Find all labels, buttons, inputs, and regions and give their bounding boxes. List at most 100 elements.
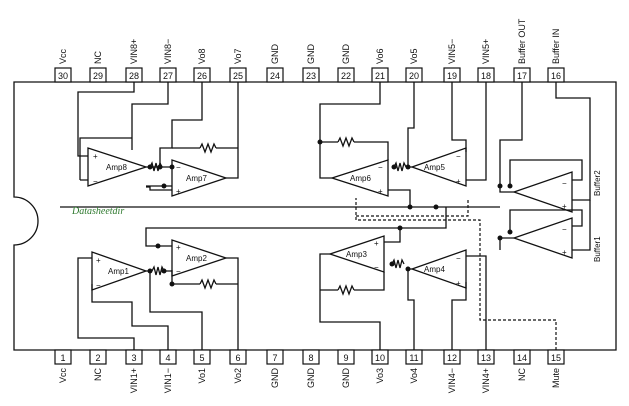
- amp8-minus-sign: −: [93, 177, 98, 186]
- pin-label: GND: [341, 368, 351, 389]
- amp2-block: Amp2 + −: [171, 239, 229, 277]
- amp6-plus-sign: +: [378, 187, 383, 196]
- junction: [161, 268, 167, 274]
- junction: [169, 164, 175, 170]
- pin-box: [54, 67, 72, 83]
- pin-label: Vo2: [233, 368, 243, 384]
- pin-number: 19: [447, 71, 457, 81]
- pin-28: 28 VIN8+: [125, 39, 143, 83]
- amp4-plus-sign: +: [456, 279, 461, 288]
- pin-label: Buffer IN: [551, 29, 561, 64]
- wire-res-amp6: [337, 136, 355, 148]
- junction: [405, 164, 411, 170]
- pin-box: [89, 349, 107, 365]
- amp3-minus-sign: −: [374, 263, 379, 272]
- pin-30: 30 Vcc: [54, 48, 72, 83]
- junction: [507, 229, 513, 235]
- pin-number: 14: [517, 353, 527, 363]
- pin-label: Vcc: [58, 48, 68, 64]
- pin-box: [266, 67, 284, 83]
- pin-label: GND: [306, 44, 316, 65]
- amp5-symbol: [410, 147, 467, 187]
- wire-amp8-fb: [79, 137, 132, 181]
- pin-box: [302, 349, 320, 365]
- wire-vin5minus: [451, 82, 467, 152]
- pin-2: 2NC: [89, 349, 107, 381]
- wire-vin8plus: [77, 82, 135, 157]
- amp2-symbol: [171, 239, 229, 277]
- pin-label: VIN4−: [447, 368, 457, 393]
- amp6-block: Amp6 − +: [329, 159, 389, 197]
- amp2-plus-sign: +: [176, 243, 181, 252]
- amp3-symbol: [327, 235, 385, 273]
- pin-number: 29: [93, 71, 103, 81]
- pin-label: Vo1: [197, 368, 207, 384]
- pin-number: 18: [481, 71, 491, 81]
- junction: [147, 268, 153, 274]
- pin-number: 21: [375, 71, 385, 81]
- amp5-label: Amp5: [424, 163, 445, 172]
- buffer1-minus-sign: −: [562, 225, 567, 234]
- pin-number: 4: [165, 353, 170, 363]
- amp7-label: Amp7: [186, 174, 207, 183]
- wire-vo2: [226, 257, 239, 350]
- junction: [155, 243, 161, 249]
- pin-number: 8: [308, 353, 313, 363]
- amp7-block: Amp7 − +: [171, 159, 229, 197]
- junction: [405, 266, 411, 272]
- buffer2-minus-sign: −: [562, 179, 567, 188]
- amp2-label: Amp2: [186, 254, 207, 263]
- pin-label: Vo3: [375, 368, 385, 384]
- buffer2-label: Buffer2: [593, 170, 602, 196]
- wire-buffer1-fb: [509, 209, 583, 232]
- pin-number: 20: [409, 71, 419, 81]
- pin-box: [337, 349, 355, 365]
- pin-number: 22: [341, 71, 351, 81]
- buffer1-label: Buffer1: [593, 236, 602, 262]
- pin-number: 28: [129, 71, 139, 81]
- pin-number: 2: [95, 353, 100, 363]
- junction: [433, 204, 439, 210]
- wire-vo7: [226, 82, 239, 179]
- pin-box: [337, 67, 355, 83]
- amp8-plus-sign: +: [93, 152, 98, 161]
- wire-amp6-fb: [320, 141, 389, 160]
- amp1-symbol: [91, 251, 148, 291]
- pin-number: 30: [58, 71, 68, 81]
- pin-box: [89, 67, 107, 83]
- pin-box: [302, 67, 320, 83]
- pin-number: 1: [60, 353, 65, 363]
- pin-number: 7: [272, 353, 277, 363]
- pin-label: Vcc: [58, 368, 68, 384]
- pin-label: VIN8+: [129, 39, 139, 64]
- pin-label: GND: [341, 44, 351, 65]
- amp8-label: Amp8: [106, 163, 127, 172]
- pin-label: Vo6: [375, 48, 385, 64]
- amp1-plus-sign: +: [96, 256, 101, 265]
- amp8-symbol: [87, 147, 149, 187]
- amp5-plus-sign: +: [456, 177, 461, 186]
- amp8-block: Amp8 + −: [87, 147, 149, 187]
- wire-vo4: [407, 268, 415, 350]
- wire-amp3-fb: [320, 272, 385, 291]
- amp4-block: Amp4 − +: [410, 249, 467, 289]
- buffer2-symbol: [512, 171, 573, 213]
- wire-vo5: [407, 82, 415, 168]
- wire-amp3-bias: [384, 228, 401, 243]
- amp3-block: Amp3 + −: [327, 235, 385, 273]
- wire-amp7-plus: [146, 186, 172, 191]
